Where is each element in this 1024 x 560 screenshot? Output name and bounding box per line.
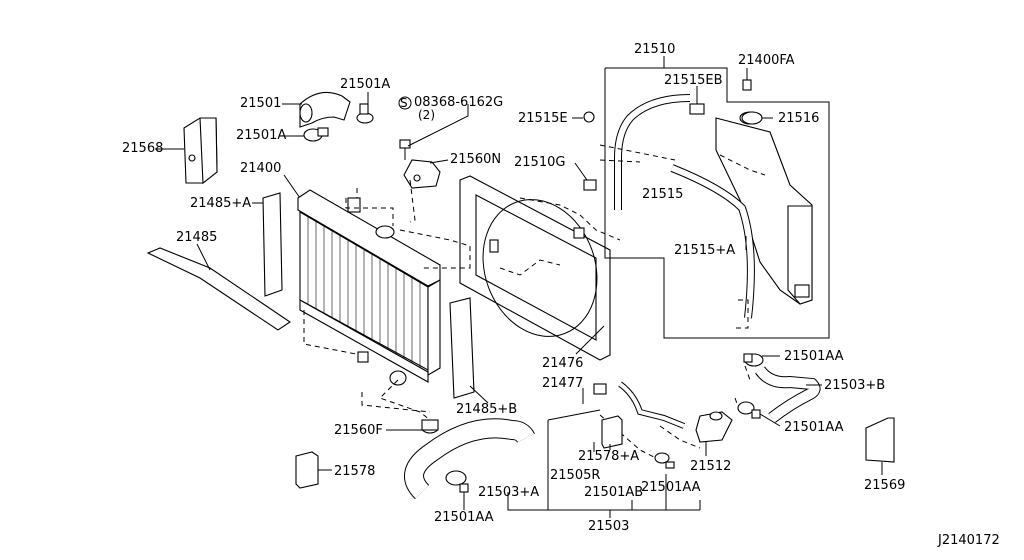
callout-21485: 21485	[176, 230, 218, 245]
callout-21501AA-bottomleft: 21501AA	[434, 510, 494, 525]
callout-bolt-qty: (2)	[418, 108, 435, 122]
callout-21515: 21515	[642, 187, 684, 202]
callout-21578: 21578	[334, 464, 376, 479]
callout-21510: 21510	[634, 42, 676, 57]
callout-21569: 21569	[864, 478, 906, 493]
bolt-08368	[398, 96, 469, 160]
lower-hose-21503A	[404, 418, 535, 510]
callout-21501AA-upper: 21501AA	[784, 349, 844, 364]
callout-21503B: 21503+B	[824, 378, 886, 393]
clamp-21501A-left	[285, 127, 329, 142]
callout-21568: 21568	[122, 141, 164, 156]
callout-21501A-left: 21501A	[236, 128, 287, 143]
callout-21516: 21516	[778, 111, 820, 126]
bracket-21568	[155, 117, 218, 185]
callout-21560N: 21560N	[450, 152, 502, 167]
callout-21510G: 21510G	[514, 155, 566, 170]
pad-21578A	[601, 415, 623, 450]
callout-21515EB: 21515EB	[664, 73, 723, 88]
mount-21560F	[386, 419, 439, 434]
callout-21400FA: 21400FA	[738, 53, 795, 68]
cap-21400FA	[742, 68, 752, 91]
callout-21512: 21512	[690, 459, 732, 474]
hose-21503B	[755, 366, 822, 423]
callout-21485A: 21485+A	[190, 196, 252, 211]
callout-21515E: 21515E	[518, 111, 568, 126]
callout-21477: 21477	[542, 376, 584, 391]
callout-21501A-top: 21501A	[340, 77, 391, 92]
bolt-21510G	[574, 162, 597, 191]
clamp-21501AA-lower	[737, 401, 781, 427]
pipe-21505R	[618, 381, 686, 429]
callout-21501AB: 21501AB	[584, 485, 644, 500]
pad-21578	[295, 451, 332, 489]
diagram-id: J2140172	[938, 533, 1000, 548]
callout-21501AA-bottom: 21501AA	[641, 480, 701, 495]
upper-hose-21501	[282, 91, 351, 128]
reservoir-group-21510	[604, 56, 830, 339]
callout-21485B: 21485+B	[456, 402, 518, 417]
callout-21400: 21400	[240, 161, 282, 176]
clamp-21501A-top	[356, 92, 374, 124]
callout-bolt-code: 08368-6162G	[414, 95, 504, 110]
bolt-symbol: S	[400, 96, 408, 110]
clip-21515E	[572, 111, 595, 123]
fan-shroud-21476	[459, 175, 611, 361]
hose-21515	[614, 94, 691, 210]
hose-21515A	[670, 164, 755, 319]
callout-21476: 21476	[542, 356, 584, 371]
clamp-21501AA-bottom	[654, 452, 675, 469]
group-brackets	[507, 409, 701, 518]
seal-21485	[146, 243, 291, 331]
bracket-21569	[865, 417, 895, 475]
callout-21501AA-lower: 21501AA	[784, 420, 844, 435]
seal-21485B	[449, 297, 489, 404]
callout-21515A: 21515+A	[674, 243, 736, 258]
callout-21503: 21503	[588, 519, 630, 534]
callout-21503A: 21503+A	[478, 485, 540, 500]
thermostat-21512	[695, 411, 733, 456]
clamp-21501AA-upper	[743, 353, 780, 367]
radiator-21400	[283, 174, 441, 386]
callout-21560F: 21560F	[334, 423, 383, 438]
callout-21505R: 21505R	[550, 468, 601, 483]
seal-21485A	[252, 192, 283, 297]
bracket-21560N	[403, 159, 449, 189]
clamp-21515EB	[689, 86, 705, 115]
callout-21578A: 21578+A	[578, 449, 640, 464]
callout-21501: 21501	[240, 96, 282, 111]
overflow-hose-21477	[486, 317, 607, 418]
cap-21516	[741, 111, 773, 125]
